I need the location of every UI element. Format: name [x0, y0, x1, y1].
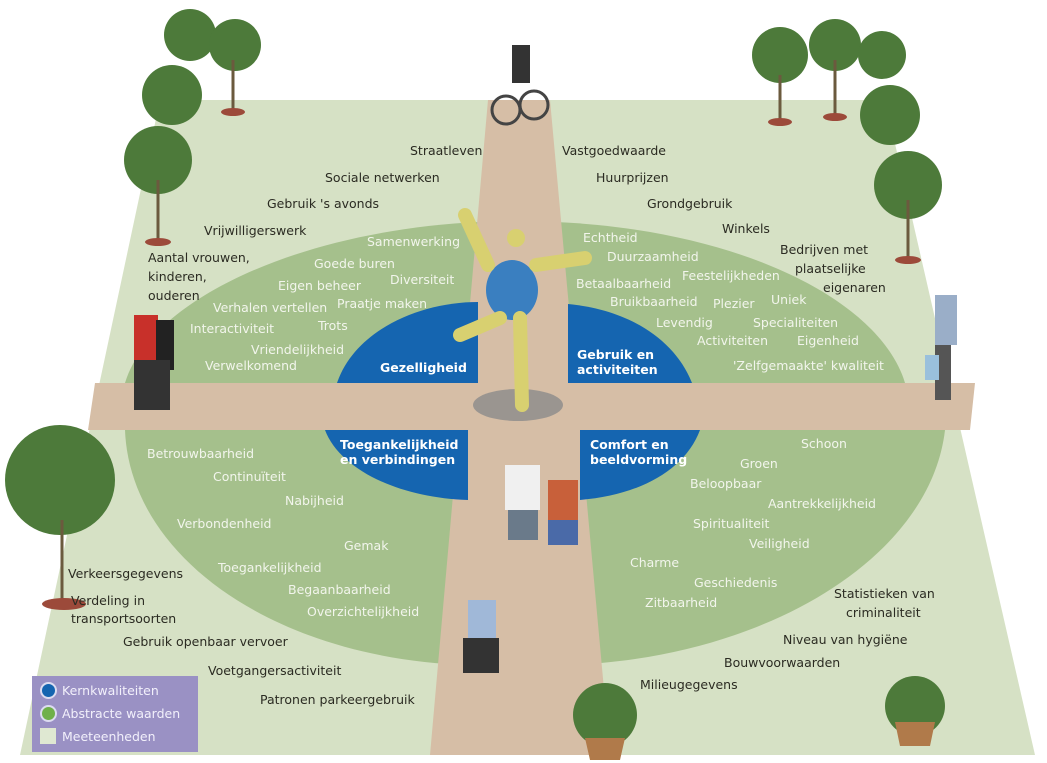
abstract-value: Groen — [740, 456, 778, 471]
abstract-value: Betrouwbaarheid — [147, 446, 255, 461]
core-label-gebruik: Gebruik en activiteiten — [577, 347, 658, 377]
measure: Vrijwilligerswerk — [204, 223, 307, 238]
abstract-value: Goede buren — [314, 256, 395, 271]
abstract-value: Echtheid — [583, 230, 638, 245]
trees — [5, 9, 945, 747]
abstract-value: Begaanbaarheid — [288, 582, 391, 597]
legend-label: Meeteenheden — [62, 728, 156, 744]
measure: Gebruik 's avonds — [267, 196, 380, 211]
abstract-value: Verbondenheid — [177, 516, 272, 531]
legend-label: Kernkwaliteiten — [62, 682, 159, 698]
core-bottom-left — [325, 430, 468, 500]
people-illustrations — [134, 45, 957, 673]
measure: Bedrijven met — [780, 242, 869, 257]
measure: criminaliteit — [846, 605, 921, 620]
abstract-value: Bruikbaarheid — [610, 294, 698, 309]
abstract-value: Aantrekkelijkheid — [768, 496, 876, 511]
core-top-right — [568, 304, 692, 383]
measure: Vastgoedwaarde — [562, 143, 666, 158]
abstract-value: Trots — [318, 318, 348, 333]
core-label-toegankelijkheid: Toegankelijkheid en verbindingen — [340, 437, 459, 467]
abstract-value: Betaalbaarheid — [576, 276, 672, 291]
abstract-value: Praatje maken — [337, 296, 428, 311]
abstract-value: Eigenheid — [797, 333, 859, 348]
measure: Verkeersgegevens — [68, 566, 184, 581]
abstract-value: Plezier — [713, 296, 755, 311]
abstract-value: Feestelijkheden — [682, 268, 780, 283]
measure: transportsoorten — [71, 611, 177, 626]
abstract-value: Eigen beheer — [278, 278, 361, 293]
green-circle-icon — [40, 704, 57, 722]
abstract-value: Levendig — [656, 315, 713, 330]
measure: ouderen — [148, 288, 200, 303]
tree-bases — [42, 108, 935, 760]
measure: Verdeling in — [71, 593, 145, 608]
abstract-value: Vriendelijkheid — [251, 342, 345, 357]
abstract-area-bottom-right — [565, 430, 945, 665]
measure: Huurprijzen — [596, 170, 669, 185]
abstract-value: Continuïteit — [213, 469, 286, 484]
core-label-gezelligheid: Gezelligheid — [380, 360, 467, 375]
abstract-value: Samenwerking — [367, 234, 461, 249]
legend-item-abstract: Abstracte waarden — [40, 702, 180, 724]
abstract-value: Nabijheid — [285, 493, 344, 508]
abstract-value: Gemak — [344, 538, 389, 553]
abstract-value: Activiteiten — [697, 333, 769, 348]
measure: kinderen, — [148, 269, 207, 284]
measure: Niveau van hygiëne — [783, 632, 908, 647]
core-top-left — [337, 302, 478, 383]
abstract-value: Verhalen vertellen — [213, 300, 328, 315]
light-square-icon — [40, 728, 56, 744]
abstract-value: Charme — [630, 555, 680, 570]
abstract-value: Beloopbaar — [690, 476, 762, 491]
abstract-value: Zitbaarheid — [645, 595, 718, 610]
legend-item-core: Kernkwaliteiten — [40, 679, 159, 701]
measure: Aantal vrouwen, — [148, 250, 250, 265]
abstract-value: Specialiteiten — [753, 315, 839, 330]
measure: eigenaren — [823, 280, 886, 295]
abstract-value: Diversiteit — [390, 272, 455, 287]
measure: Grondgebruik — [647, 196, 733, 211]
measure: Straatleven — [410, 143, 483, 158]
measure: Milieugegevens — [640, 677, 738, 692]
blue-circle-icon — [40, 681, 57, 699]
abstract-value: Geschiedenis — [694, 575, 778, 590]
measure: Patronen parkeergebruik — [260, 692, 415, 707]
abstract-area-bottom-left — [125, 430, 470, 665]
abstract-value: Interactiviteit — [190, 321, 275, 336]
abstract-value: Uniek — [771, 292, 807, 307]
abstract-value: Verwelkomend — [205, 358, 297, 373]
measure: Voetgangersactiviteit — [208, 663, 342, 678]
legend-item-measures: Meeteenheden — [40, 725, 156, 747]
abstract-value: Schoon — [801, 436, 847, 451]
core-label-comfort: Comfort en beeldvorming — [590, 437, 688, 467]
legend: Kernkwaliteiten Abstracte waarden Meetee… — [32, 676, 198, 752]
measure: Bouwvoorwaarden — [724, 655, 841, 670]
measure: Sociale netwerken — [325, 170, 440, 185]
abstract-value: Duurzaamheid — [607, 249, 699, 264]
statue-illustration — [453, 208, 592, 412]
measure: Statistieken van — [834, 586, 935, 601]
measure: Winkels — [722, 221, 770, 236]
legend-label: Abstracte waarden — [62, 705, 181, 721]
abstract-value: Veiligheid — [749, 536, 810, 551]
abstract-value: 'Zelfgemaakte' kwaliteit — [733, 358, 884, 373]
measure: plaatselijke — [795, 261, 866, 276]
abstract-value: Toegankelijkheid — [218, 560, 322, 575]
abstract-value: Spiritualiteit — [693, 516, 770, 531]
abstract-value: Overzichtelijkheid — [307, 604, 420, 619]
core-bottom-right — [580, 430, 700, 500]
measure: Gebruik openbaar vervoer — [123, 634, 288, 649]
